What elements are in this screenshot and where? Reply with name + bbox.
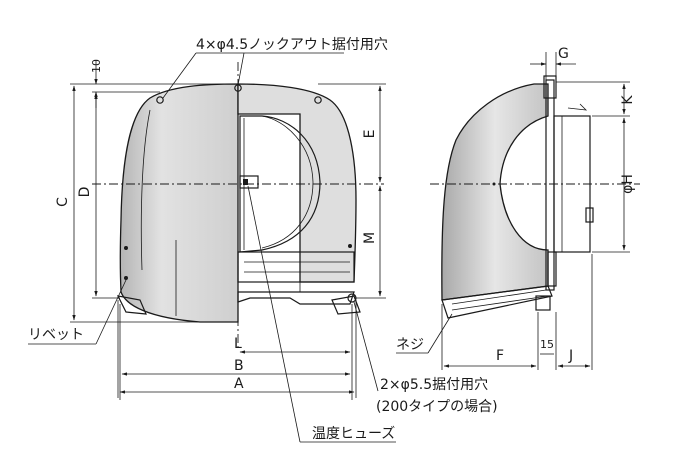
dim-G: G	[558, 46, 569, 62]
thermal-fuse-block	[239, 175, 259, 189]
dim-A: A	[234, 376, 244, 392]
dim-D: D	[77, 187, 93, 198]
label-screw: ネジ	[396, 337, 424, 353]
front-callouts: 4×φ4.5ノックアウト据付用穴 リベット 2×φ5.5据付用穴 (200タイプ…	[28, 37, 498, 443]
dim-K: K	[620, 95, 636, 105]
dim-J: J	[568, 348, 573, 364]
label-mount-holes-note: (200タイプの場合)	[376, 399, 498, 415]
rivet-dot	[348, 244, 352, 248]
dim-B: B	[234, 358, 244, 374]
dim-E: E	[362, 130, 378, 139]
duct-cutaway	[239, 115, 321, 253]
side-view	[430, 75, 640, 319]
label-rivet: リベット	[28, 327, 84, 343]
side-hood	[441, 83, 549, 301]
side-dimensions: G K φH F 15 J ネジ	[396, 46, 636, 370]
dim-10: 10	[90, 59, 103, 73]
label-thermal-fuse: 温度ヒューズ	[312, 426, 395, 442]
dim-M: M	[362, 232, 378, 244]
dim-15: 15	[540, 338, 554, 351]
dim-C: C	[55, 197, 71, 207]
knockout-hole	[156, 96, 164, 104]
hood-left-half	[119, 83, 239, 323]
rivet-dot	[124, 246, 128, 250]
front-dimensions: 10 C D E M L B A	[55, 59, 386, 400]
rivet-dot	[124, 276, 128, 280]
dim-phiH: φH	[620, 174, 636, 194]
label-mount-holes: 2×φ5.5据付用穴	[380, 377, 488, 393]
dim-F: F	[496, 348, 504, 364]
front-view	[92, 62, 384, 348]
dim-L: L	[234, 336, 242, 352]
knockout-hole	[314, 96, 322, 104]
label-knockout-holes: 4×φ4.5ノックアウト据付用穴	[196, 37, 388, 53]
